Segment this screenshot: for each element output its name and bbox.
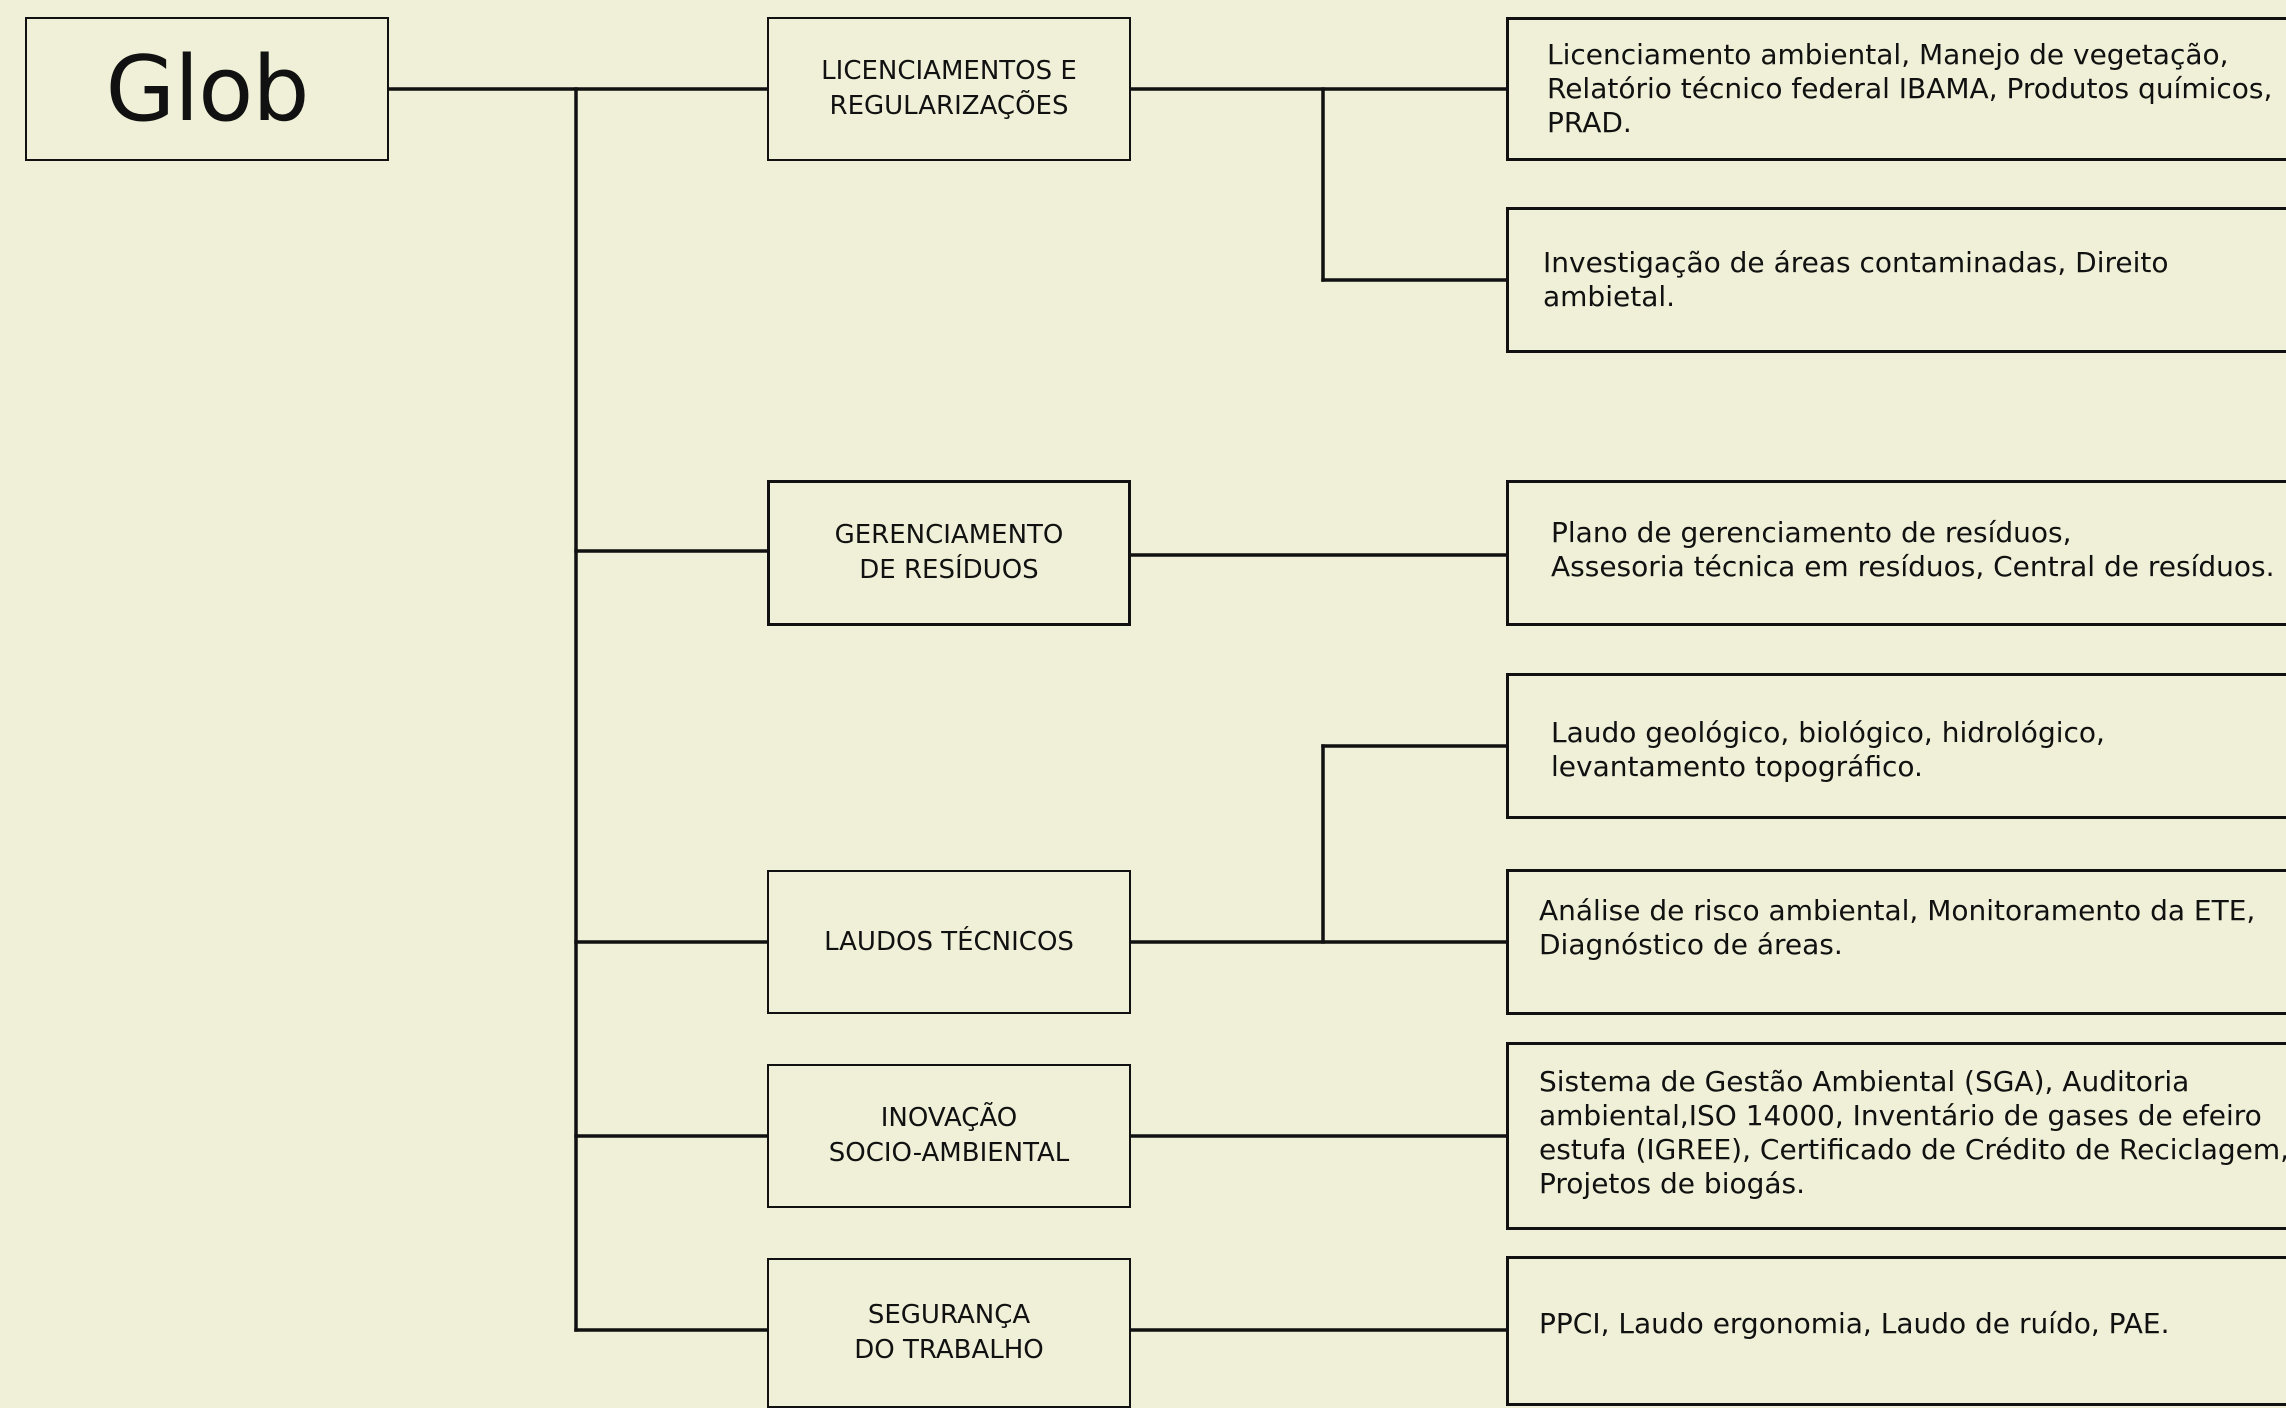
detail-licenciamento: Licenciamento ambiental, Manejo de veget… <box>1506 17 2286 161</box>
category-label: SEGURANÇA DO TRABALHO <box>854 1300 1044 1365</box>
category-licenciamentos: LICENCIAMENTOS E REGULARIZAÇÕES <box>767 17 1131 161</box>
root-node: Glob <box>25 17 389 161</box>
category-gerenciamento-residuos: GERENCIAMENTO DE RESÍDUOS <box>767 480 1131 626</box>
category-seguranca-trabalho: SEGURANÇA DO TRABALHO <box>767 1258 1131 1408</box>
detail-text: Plano de gerenciamento de resíduos, Asse… <box>1551 516 2275 583</box>
detail-investigacao: Investigação de áreas contaminadas, Dire… <box>1506 207 2286 353</box>
detail-text: PPCI, Laudo ergonomia, Laudo de ruído, P… <box>1539 1307 2170 1340</box>
detail-text: Análise de risco ambiental, Monitorament… <box>1539 894 2256 961</box>
detail-text: Licenciamento ambiental, Manejo de veget… <box>1547 38 2273 139</box>
detail-laudo-geologico: Laudo geológico, biológico, hidrológico,… <box>1506 673 2286 819</box>
detail-text: Laudo geológico, biológico, hidrológico,… <box>1551 716 2105 783</box>
detail-plano-residuos: Plano de gerenciamento de resíduos, Asse… <box>1506 480 2286 626</box>
category-label: LAUDOS TÉCNICOS <box>824 926 1074 957</box>
category-inovacao-socio-ambiental: INOVAÇÃO SOCIO-AMBIENTAL <box>767 1064 1131 1208</box>
category-laudos-tecnicos: LAUDOS TÉCNICOS <box>767 870 1131 1014</box>
category-label: LICENCIAMENTOS E REGULARIZAÇÕES <box>821 56 1077 121</box>
detail-analise-risco: Análise de risco ambiental, Monitorament… <box>1506 869 2286 1015</box>
detail-ppci: PPCI, Laudo ergonomia, Laudo de ruído, P… <box>1506 1256 2286 1406</box>
root-logo-text: Glob <box>105 36 310 142</box>
detail-text: Investigação de áreas contaminadas, Dire… <box>1543 246 2169 313</box>
detail-text: Sistema de Gestão Ambiental (SGA), Audit… <box>1539 1065 2286 1200</box>
detail-sistema-gestao: Sistema de Gestão Ambiental (SGA), Audit… <box>1506 1042 2286 1230</box>
category-label: GERENCIAMENTO DE RESÍDUOS <box>834 520 1064 585</box>
category-label: INOVAÇÃO SOCIO-AMBIENTAL <box>828 1103 1070 1168</box>
